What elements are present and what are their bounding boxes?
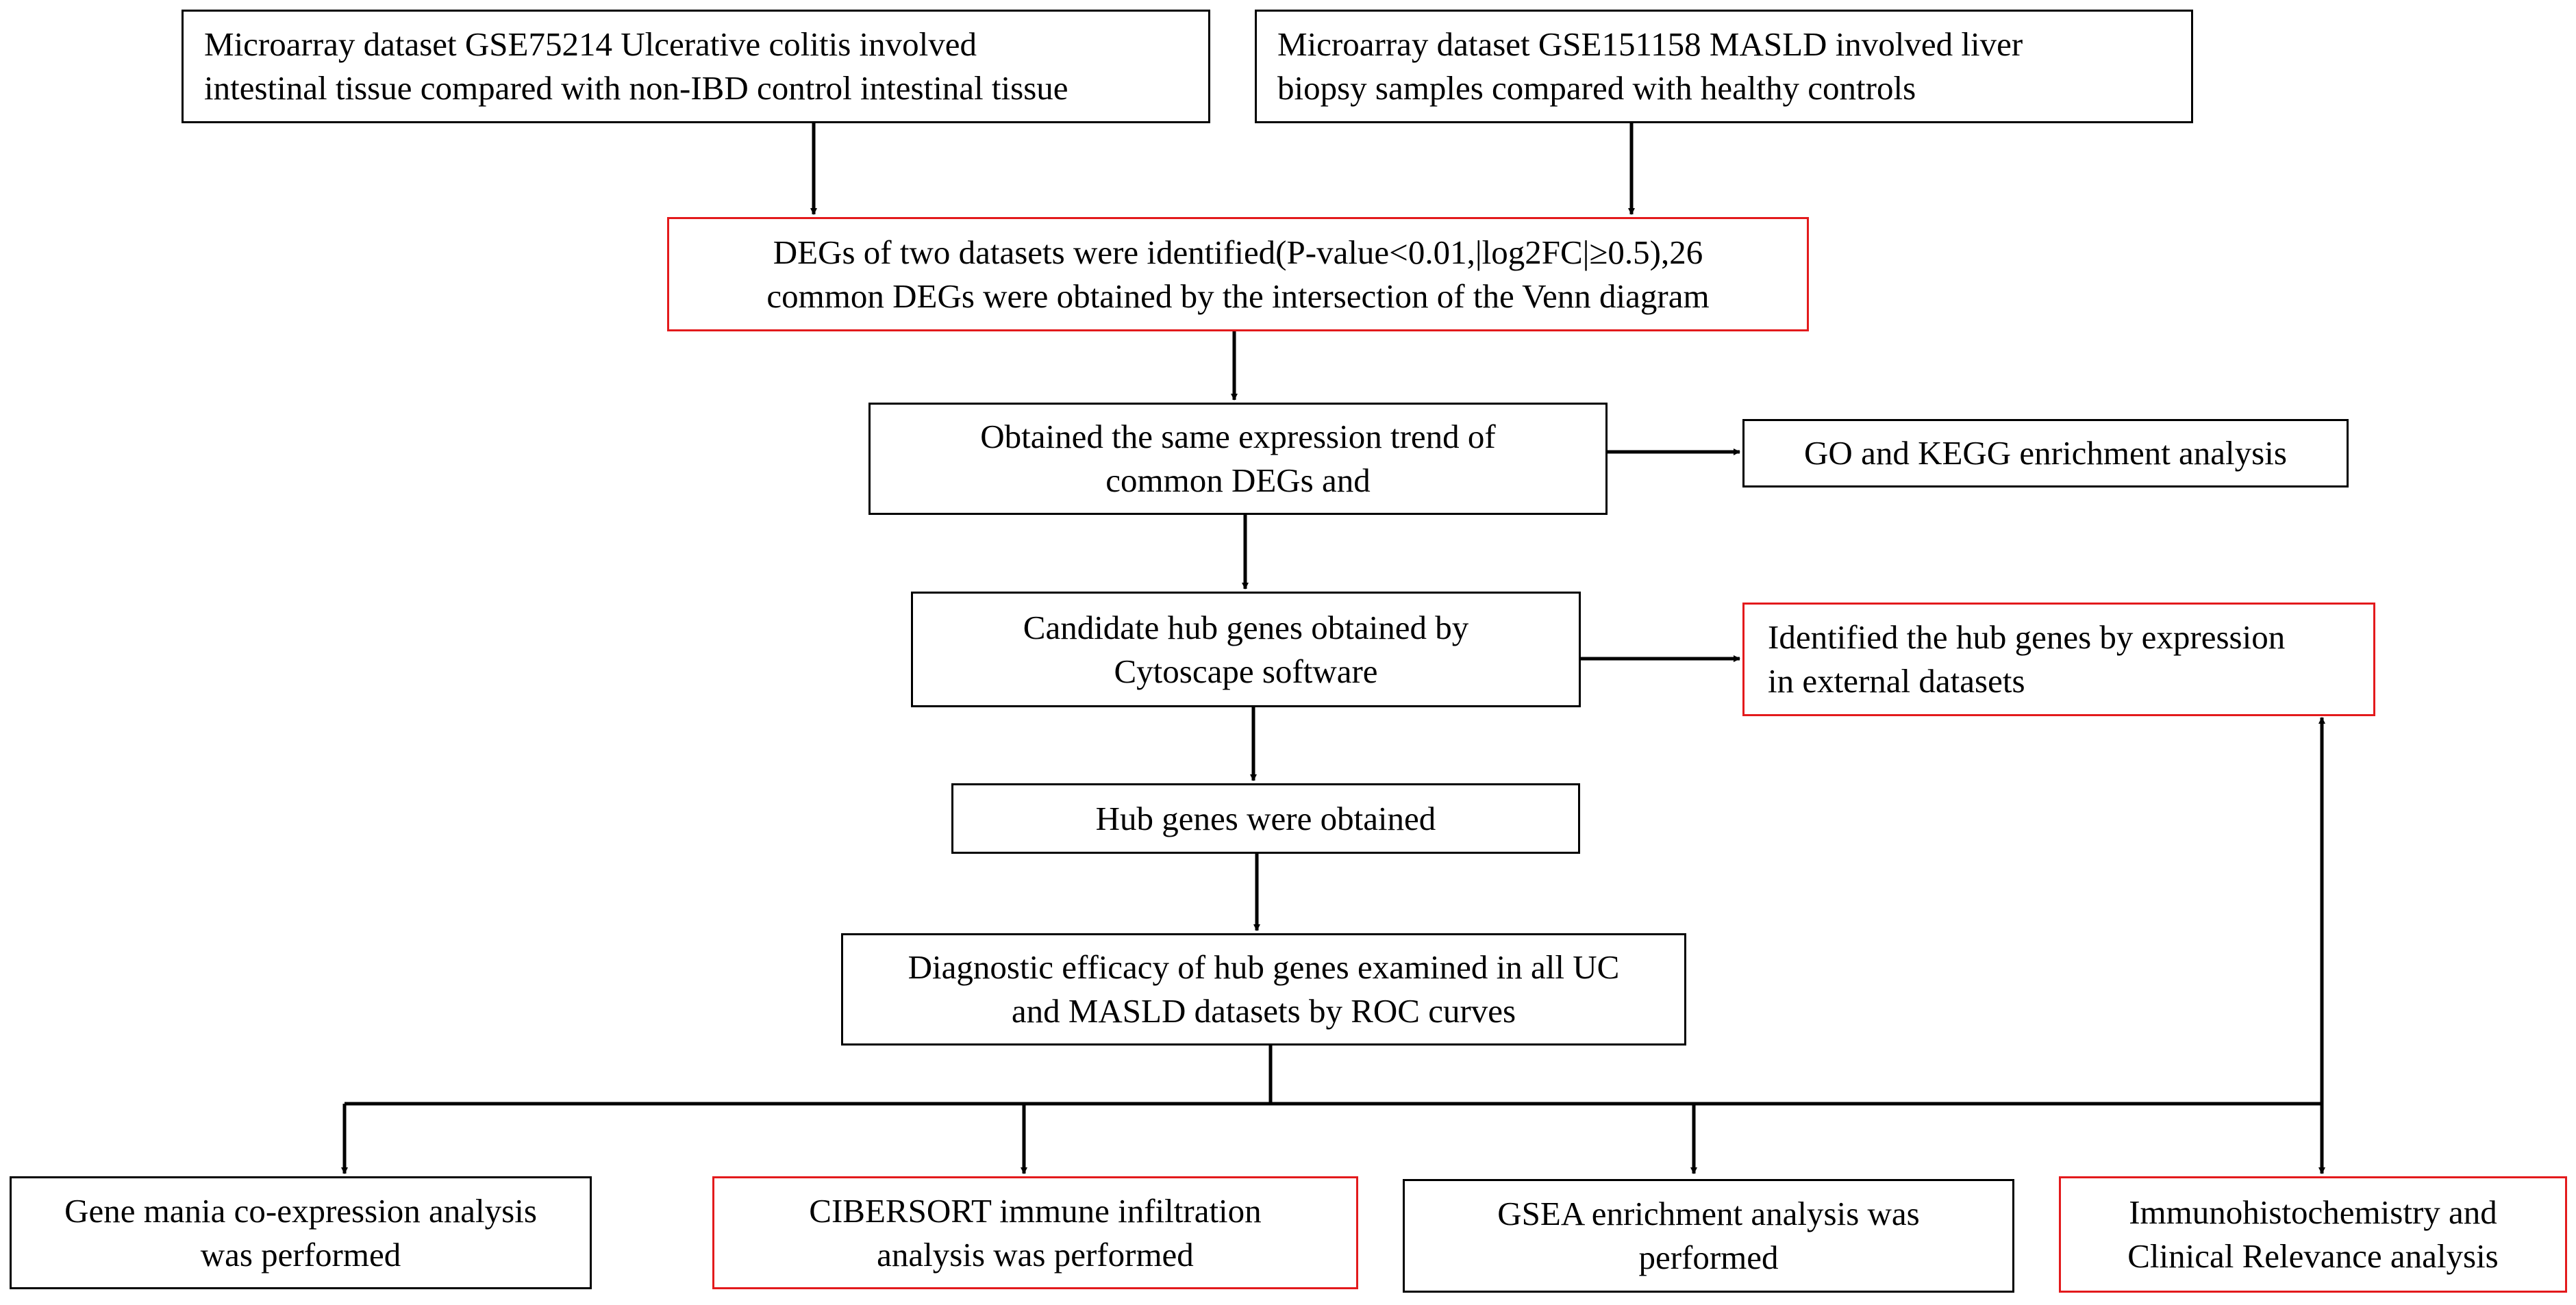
node-text-line: Clinical Relevance analysis — [2127, 1237, 2499, 1275]
node-text-line: Obtained the same expression trend of — [980, 418, 1496, 455]
node-candidate-hub-genes: Candidate hub genes obtained by Cytoscape… — [911, 592, 1581, 707]
node-text-line: was performed — [200, 1235, 401, 1274]
node-hub-genes-obtained: Hub genes were obtained — [951, 783, 1580, 854]
node-text-line: Diagnostic efficacy of hub genes examine… — [908, 948, 1620, 986]
node-go-kegg-enrichment: GO and KEGG enrichment analysis — [1742, 419, 2349, 487]
node-text-line: and MASLD datasets by ROC curves — [1011, 992, 1516, 1030]
node-text-line: Microarray dataset GSE151158 MASLD invol… — [1277, 25, 2023, 63]
node-gse75214: Microarray dataset GSE75214 Ulcerative c… — [182, 10, 1210, 123]
node-text-line: GO and KEGG enrichment analysis — [1804, 434, 2287, 472]
node-text-line: Candidate hub genes obtained by — [1023, 608, 1469, 646]
node-text-line: intestinal tissue compared with non-IBD … — [204, 69, 1068, 107]
node-text-line: Identified the hub genes by expression — [1768, 618, 2286, 656]
node-text-line: common DEGs were obtained by the interse… — [766, 277, 1710, 315]
node-gene-mania: Gene mania co-expression analysis was per… — [10, 1176, 592, 1289]
node-text-line: performed — [1638, 1239, 1779, 1276]
node-diagnostic-efficacy: Diagnostic efficacy of hub genes examine… — [841, 933, 1686, 1046]
node-text-line: biopsy samples compared with healthy con… — [1277, 69, 1916, 107]
node-text-line: analysis was performed — [877, 1235, 1194, 1274]
node-gse151158: Microarray dataset GSE151158 MASLD invol… — [1255, 10, 2193, 123]
node-text-line: GSEA enrichment analysis was — [1497, 1195, 1920, 1232]
node-text-line: Cytoscape software — [1114, 652, 1378, 690]
node-gsea: GSEA enrichment analysis was performed — [1403, 1179, 2014, 1293]
node-text-line: Hub genes were obtained — [1095, 799, 1436, 837]
node-same-expression-trend: Obtained the same expression trend of com… — [868, 403, 1608, 515]
node-text-line: common DEGs and — [1105, 461, 1371, 499]
node-cibersort: CIBERSORT immune infiltration analysis wa… — [712, 1176, 1358, 1289]
node-text-line: Gene mania co-expression analysis — [64, 1191, 537, 1230]
node-identified-hub-genes: Identified the hub genes by expression in… — [1742, 603, 2375, 716]
node-degs-identified: DEGs of two datasets were identified(P-v… — [667, 217, 1809, 331]
node-text-line: Immunohistochemistry and — [2129, 1193, 2497, 1231]
node-text-line: DEGs of two datasets were identified(P-v… — [773, 233, 1703, 271]
node-text-line: CIBERSORT immune infiltration — [809, 1191, 1262, 1230]
node-text-line: Microarray dataset GSE75214 Ulcerative c… — [204, 25, 977, 63]
node-text-line: in external datasets — [1768, 662, 2025, 700]
